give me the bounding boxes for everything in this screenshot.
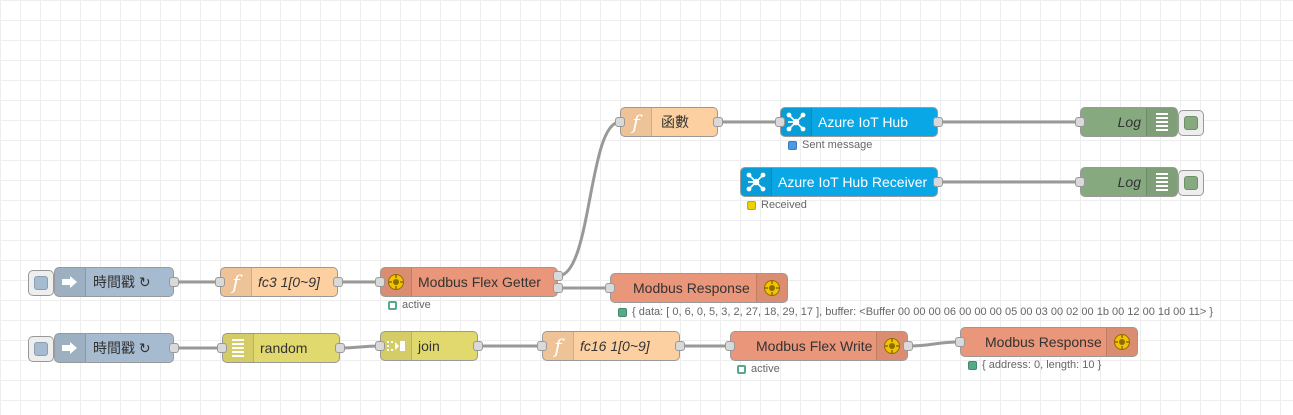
output-port[interactable]	[903, 341, 913, 351]
output-port[interactable]	[169, 277, 179, 287]
node-label: 函數	[661, 114, 689, 130]
status-indicator: active	[737, 363, 780, 375]
wire	[557, 120, 621, 278]
random-node[interactable]: random	[217, 333, 345, 363]
node-label: random	[260, 340, 308, 356]
status-indicator: { data: [ 0, 6, 0, 5, 3, 2, 27, 18, 29, …	[618, 306, 1213, 318]
node-label: Azure IoT Hub Receiver	[778, 174, 928, 190]
list-icon	[1146, 168, 1177, 196]
input-port[interactable]	[215, 277, 225, 287]
input-port[interactable]	[537, 341, 547, 351]
function-node-fc3[interactable]: f fc3 1[0~9]	[215, 267, 343, 297]
arrow-right-icon	[55, 268, 86, 296]
modbus-response-node-1[interactable]: Modbus Response	[605, 273, 788, 303]
join-node[interactable]: join	[375, 331, 483, 361]
output-port[interactable]	[169, 343, 179, 353]
wire	[907, 340, 961, 348]
input-port[interactable]	[217, 343, 227, 353]
node-label: Modbus Flex Getter	[418, 274, 541, 290]
list-icon	[223, 334, 254, 362]
modbus-flex-write-node[interactable]: Modbus Flex Write	[725, 331, 913, 361]
modbus-flex-getter-node[interactable]: Modbus Flex Getter	[375, 267, 563, 297]
input-port[interactable]	[955, 337, 965, 347]
node-label: fc3 1[0~9]	[258, 274, 320, 290]
status-indicator: active	[388, 299, 431, 311]
azure-hub-icon	[781, 108, 812, 136]
output-port[interactable]	[473, 341, 483, 351]
status-text: Received	[761, 199, 807, 211]
status-dot-icon	[747, 200, 756, 210]
status-text: { address: 0, length: 10 }	[982, 359, 1102, 371]
node-label: Modbus Response	[633, 280, 750, 296]
status-text: Sent message	[802, 139, 873, 151]
node-label: Modbus Response	[985, 334, 1102, 350]
function-icon: f	[221, 268, 252, 296]
status-dot-icon	[968, 360, 977, 370]
input-port[interactable]	[725, 341, 735, 351]
azure-iot-hub-receiver-node[interactable]: Azure IoT Hub Receiver	[740, 167, 943, 197]
function-node-fc16[interactable]: f fc16 1[0~9]	[537, 331, 685, 361]
output-port[interactable]	[933, 117, 943, 127]
inject-button[interactable]	[28, 336, 54, 362]
function-icon: f	[543, 332, 574, 360]
node-label: Azure IoT Hub	[818, 114, 909, 130]
input-port[interactable]	[615, 117, 625, 127]
node-label: Log	[1117, 174, 1141, 190]
input-port[interactable]	[375, 341, 385, 351]
output-port[interactable]	[713, 117, 723, 127]
modbus-response-node-2[interactable]: Modbus Response	[955, 327, 1138, 357]
output-port[interactable]	[933, 177, 943, 187]
debug-node-log-1[interactable]: Log	[1075, 107, 1204, 137]
status-text: active	[402, 299, 431, 311]
input-port[interactable]	[375, 277, 385, 287]
output-port[interactable]	[675, 341, 685, 351]
node-label: fc16 1[0~9]	[580, 338, 650, 354]
inject-button[interactable]	[28, 270, 54, 296]
status-text: { data: [ 0, 6, 0, 5, 3, 2, 27, 18, 29, …	[632, 306, 1214, 318]
status-indicator: Received	[747, 199, 807, 211]
status-dot-icon	[618, 307, 627, 317]
modbus-gear-icon	[381, 268, 412, 296]
input-port[interactable]	[1075, 177, 1085, 187]
node-label: join	[418, 338, 440, 354]
node-label: Log	[1117, 114, 1141, 130]
node-label: Modbus Flex Write	[756, 338, 873, 354]
node-label: 時間戳 ↻	[93, 274, 151, 290]
list-icon	[1146, 108, 1177, 136]
node-label: 時間戳 ↻	[93, 340, 151, 356]
output-port[interactable]	[335, 343, 345, 353]
output-port[interactable]	[333, 277, 343, 287]
modbus-gear-icon	[876, 332, 907, 360]
input-port[interactable]	[775, 117, 785, 127]
azure-iot-hub-node[interactable]: Azure IoT Hub	[775, 107, 943, 137]
inject-node-1[interactable]: 時間戳 ↻	[28, 267, 179, 297]
debug-toggle-button[interactable]	[1178, 170, 1204, 196]
azure-hub-icon	[741, 168, 772, 196]
status-text: active	[751, 363, 780, 375]
modbus-gear-icon	[756, 274, 787, 302]
status-indicator: { address: 0, length: 10 }	[968, 359, 1101, 371]
output-port-1[interactable]	[553, 271, 563, 281]
join-icon	[381, 332, 412, 360]
status-ring-icon	[737, 364, 746, 374]
input-port[interactable]	[605, 283, 615, 293]
status-dot-icon	[788, 140, 797, 150]
output-port-2[interactable]	[553, 283, 563, 293]
modbus-gear-icon	[1106, 328, 1137, 356]
function-icon: f	[621, 108, 652, 136]
debug-node-log-2[interactable]: Log	[1075, 167, 1204, 197]
input-port[interactable]	[1075, 117, 1085, 127]
wire	[339, 344, 381, 350]
inject-node-2[interactable]: 時間戳 ↻	[28, 333, 179, 363]
arrow-right-icon	[55, 334, 86, 362]
status-ring-icon	[388, 300, 397, 310]
debug-toggle-button[interactable]	[1178, 110, 1204, 136]
function-node-cn[interactable]: f 函數	[615, 107, 723, 137]
status-indicator: Sent message	[788, 139, 872, 151]
